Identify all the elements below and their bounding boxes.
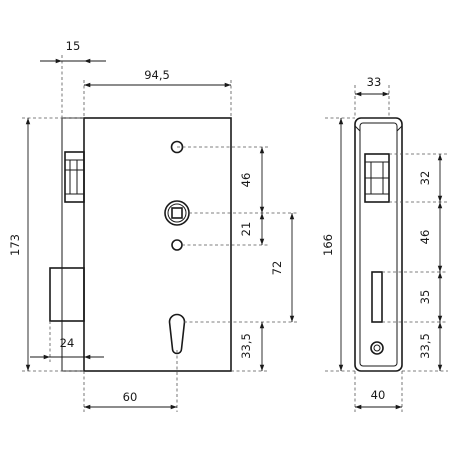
dim-33-5-front: 33,5 [239, 333, 253, 359]
dim-40: 40 [371, 388, 386, 402]
side-bolt-slot [371, 271, 383, 323]
dim-33-5-side: 33,5 [418, 333, 432, 359]
side-view: 33 166 32 46 35 33,5 40 [321, 75, 448, 412]
side-plate-inner [359, 122, 398, 367]
dim-72: 72 [270, 261, 284, 276]
side-screw-hole [370, 341, 384, 355]
dim-46-side: 46 [418, 230, 432, 245]
dim-35: 35 [418, 290, 432, 305]
dim-46-front: 46 [239, 173, 253, 188]
side-plate-outer [354, 117, 403, 372]
latch-bolt [64, 151, 85, 203]
dim-24: 24 [60, 336, 75, 350]
dim-21: 21 [239, 222, 253, 237]
middle-screw-hole [171, 239, 183, 251]
dead-bolt [49, 267, 85, 322]
dim-173: 173 [8, 234, 22, 256]
cylinder-cutout [168, 313, 186, 355]
follower-square-spindle [164, 200, 190, 226]
dim-94-5: 94,5 [144, 68, 170, 82]
dim-15: 15 [66, 39, 81, 53]
front-view: 15 94,5 173 46 21 72 33,5 24 60 [8, 39, 298, 412]
side-latch [364, 153, 390, 203]
lock-case-outline [83, 117, 232, 372]
dim-166: 166 [321, 234, 335, 256]
dim-60: 60 [123, 390, 138, 404]
dim-32: 32 [418, 171, 432, 186]
dim-33: 33 [367, 75, 382, 89]
